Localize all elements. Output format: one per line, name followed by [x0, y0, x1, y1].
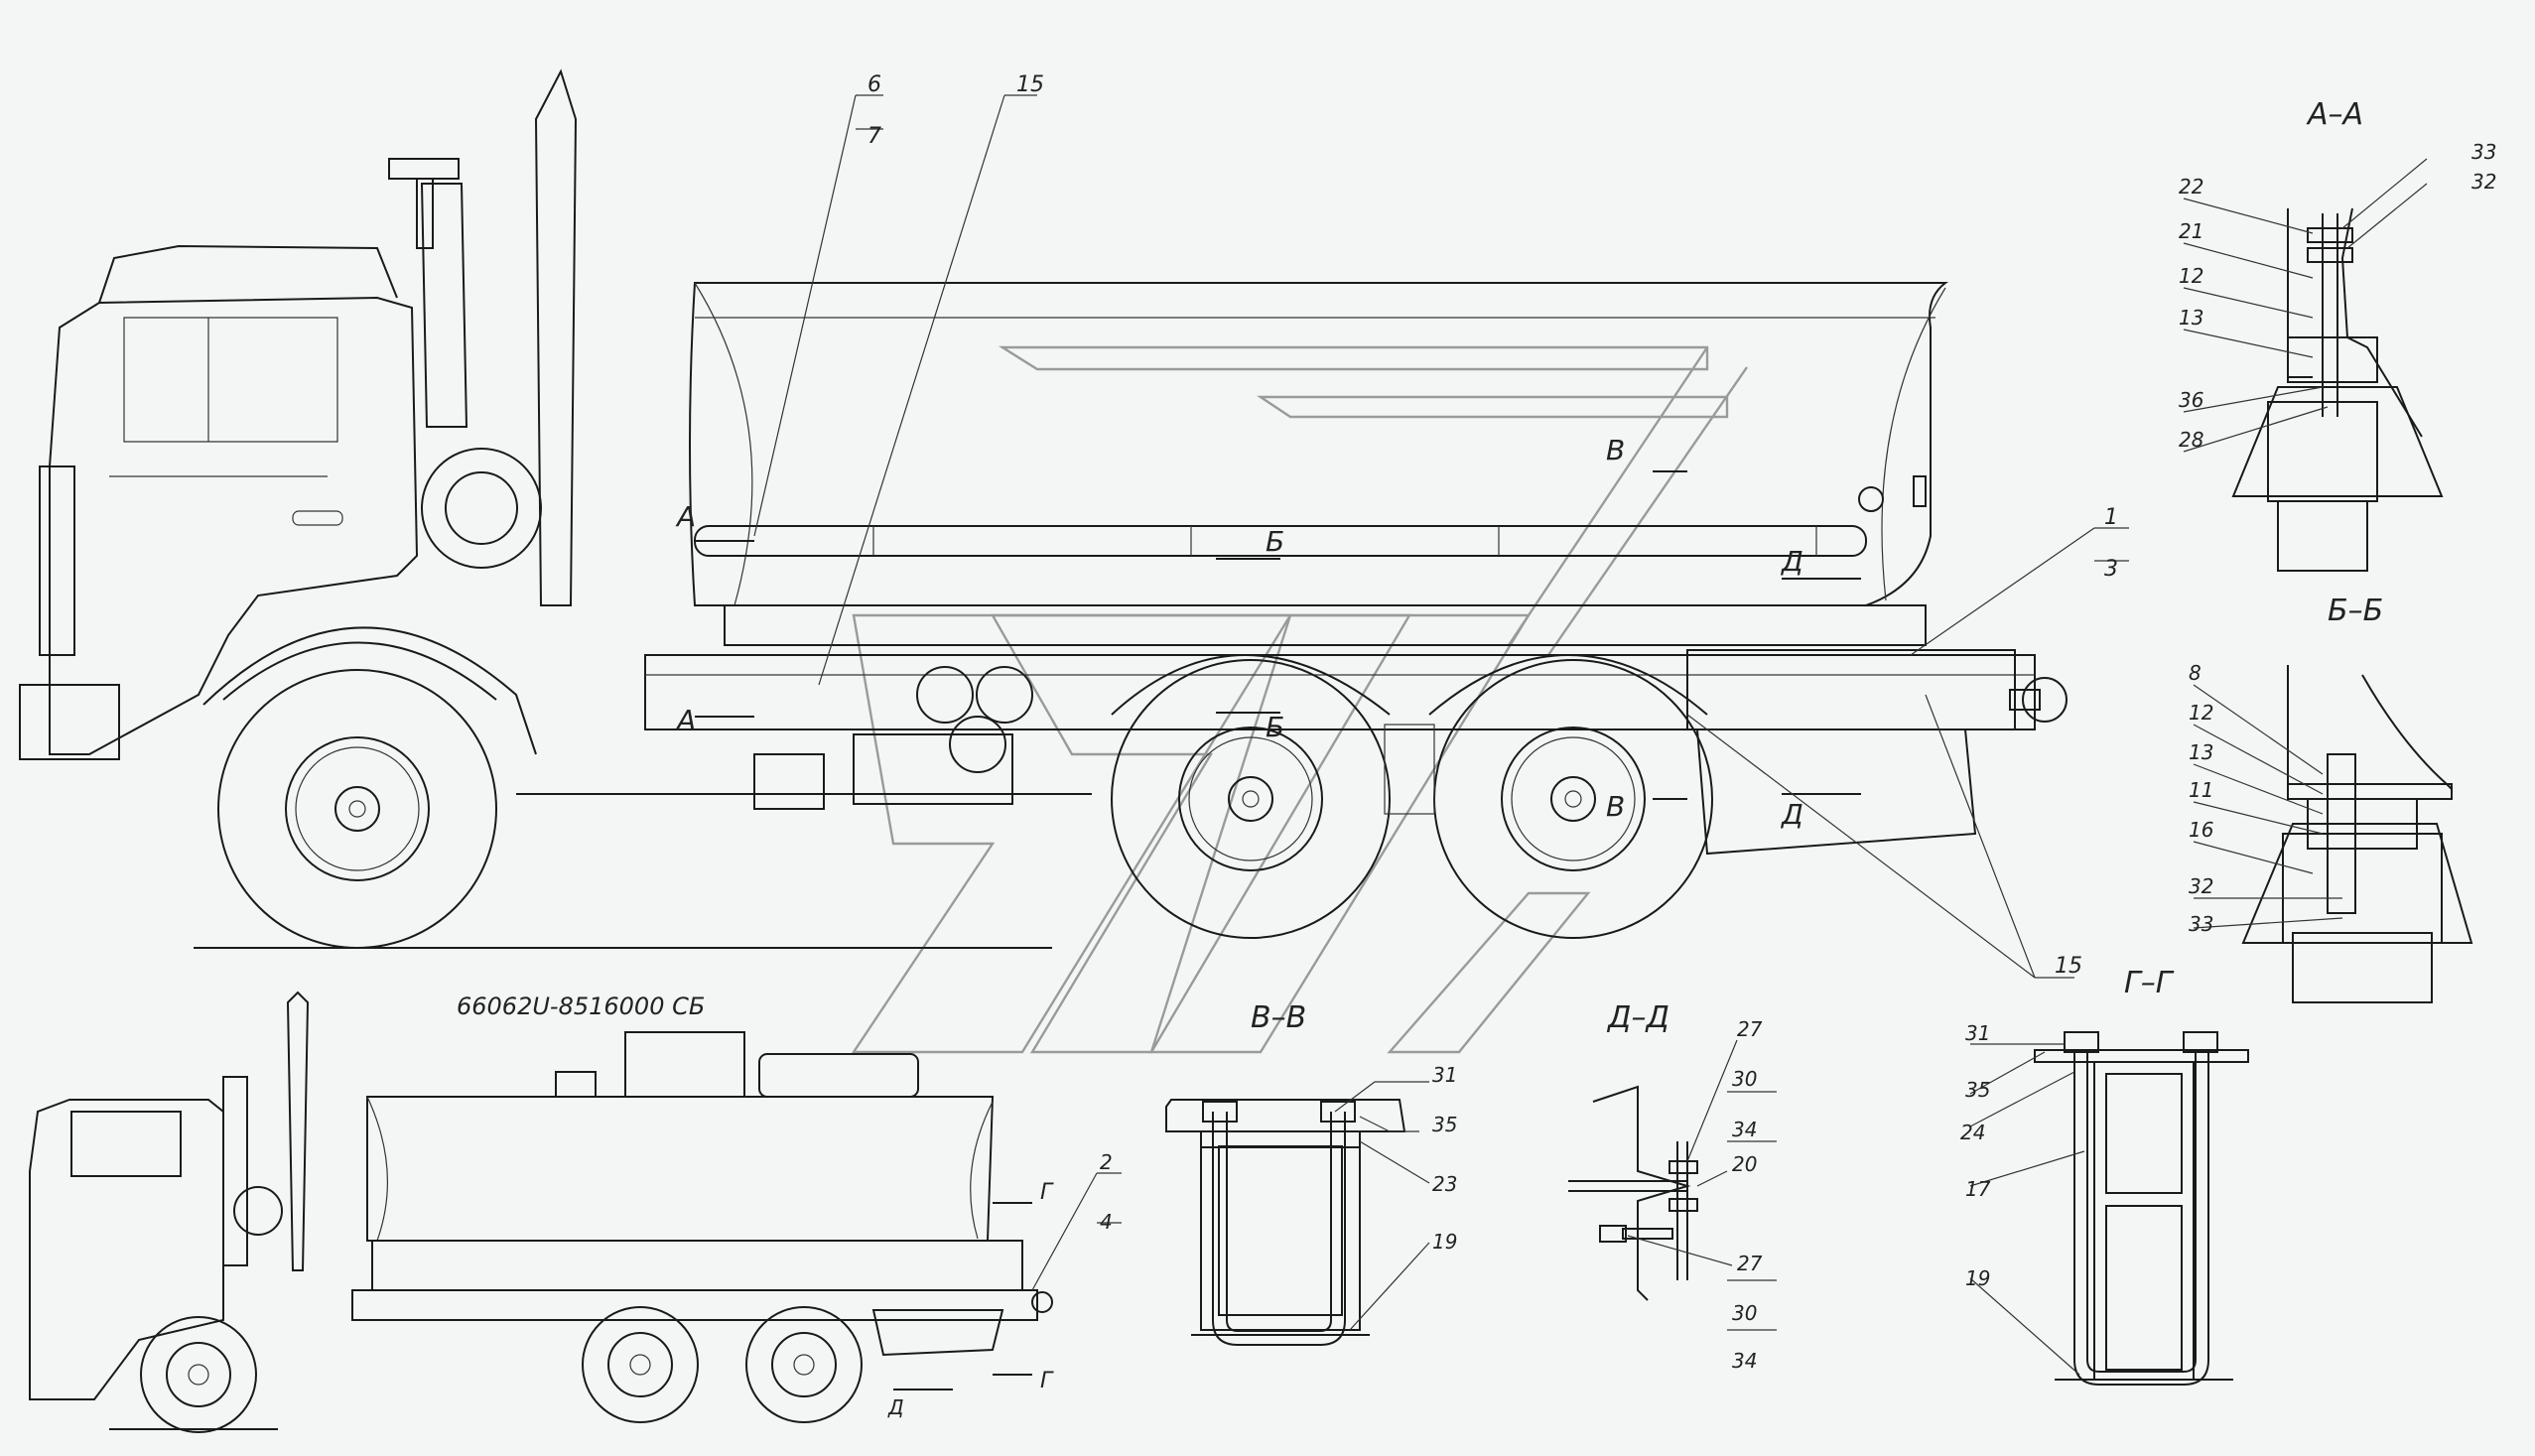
callout-7: 7	[867, 124, 881, 149]
callout-vv-19: 19	[1432, 1230, 1457, 1254]
callout-dd-30-bottom: 30	[1732, 1301, 1757, 1325]
watermark-logo	[851, 345, 1748, 1054]
callout-dd-27-top: 27	[1737, 1017, 1763, 1041]
callout-dd-34-bottom: 34	[1732, 1349, 1757, 1373]
callout-dd-20: 20	[1732, 1152, 1757, 1176]
section-bb-title: Б–Б	[2328, 594, 2383, 628]
callout-gg-31: 31	[1965, 1021, 1990, 1045]
section-aa-callouts: 22 21 12 13 36 28 33 32	[2179, 140, 2496, 453]
section-vv: В–В	[1165, 1000, 1406, 1346]
callout-bb-8: 8	[2189, 661, 2201, 685]
section-markers-main: А А Б Б В В Д Д	[675, 434, 1861, 831]
callout-aa-33: 33	[2471, 140, 2496, 164]
callout-bb-11: 11	[2189, 778, 2213, 802]
view-letter-a-lower: А	[675, 704, 696, 736]
callout-bb-12: 12	[2189, 701, 2213, 725]
callout-aa-28: 28	[2179, 428, 2203, 452]
callout-bb-13: 13	[2189, 740, 2213, 764]
callout-gg-17: 17	[1965, 1177, 1991, 1201]
callout-aa-13: 13	[2179, 306, 2203, 330]
callout-aa-21: 21	[2179, 219, 2203, 243]
section-dd-callouts: 27 30 34 20 27 30 34	[1627, 1017, 1777, 1373]
callout-aa-36: 36	[2179, 388, 2203, 412]
section-gg-callouts: 31 35 24 17 19	[1960, 1021, 2085, 1376]
section-bb-callouts: 8 12 13 11 16 32 33	[2189, 661, 2343, 936]
callout-4: 4	[1100, 1210, 1113, 1234]
view-letter-b-upper: Б	[1266, 525, 1284, 558]
view-letter-d-small: Д	[887, 1395, 904, 1419]
section-vv-callouts: 31 35 23 19	[1334, 1063, 1457, 1331]
main-callouts: 6 7 15 1 3 15	[753, 72, 2129, 979]
callout-dd-34-top: 34	[1732, 1118, 1757, 1141]
truck-small-view	[29, 991, 1053, 1433]
callout-gg-35: 35	[1965, 1078, 1990, 1102]
callout-3: 3	[2104, 557, 2118, 582]
truck-side-view	[19, 68, 2068, 949]
section-aa: А–А	[2231, 97, 2444, 572]
small-view-callouts: 2 4 Г Г Д	[887, 1150, 1122, 1419]
callout-vv-31: 31	[1432, 1063, 1457, 1087]
callout-vv-23: 23	[1432, 1172, 1457, 1196]
drawing-code: 66062U-8516000 СБ	[457, 993, 705, 1020]
callout-bb-16: 16	[2189, 818, 2213, 842]
callout-dd-30-top: 30	[1732, 1067, 1757, 1091]
section-dd-title: Д–Д	[1606, 1000, 1669, 1035]
section-aa-title: А–А	[2306, 97, 2363, 132]
callout-6: 6	[867, 72, 881, 97]
callout-1: 1	[2104, 505, 2118, 530]
callout-gg-24: 24	[1960, 1121, 1985, 1144]
section-gg: Г–Г	[2034, 966, 2249, 1386]
view-letter-d-lower: Д	[1780, 798, 1803, 831]
view-letter-v-lower: В	[1606, 790, 1625, 823]
callout-aa-32: 32	[2471, 170, 2496, 194]
section-vv-title: В–В	[1251, 1000, 1306, 1035]
view-letter-a-upper: А	[675, 500, 696, 533]
callout-bb-33: 33	[2189, 912, 2213, 936]
section-bb: Б–Б	[2241, 594, 2473, 1003]
view-letter-g-upper: Г	[1040, 1180, 1054, 1205]
callout-vv-35: 35	[1432, 1113, 1457, 1136]
view-letter-d-upper: Д	[1780, 545, 1803, 578]
callout-2: 2	[1100, 1150, 1113, 1174]
view-letter-b-lower: Б	[1266, 711, 1284, 743]
callout-gg-19: 19	[1965, 1266, 1990, 1290]
callout-dd-27-bottom: 27	[1737, 1252, 1763, 1275]
section-gg-title: Г–Г	[2124, 966, 2175, 1000]
view-letter-g-lower: Г	[1040, 1369, 1054, 1393]
section-dd: Д–Д	[1568, 1000, 1698, 1301]
callout-15-bottom: 15	[2055, 954, 2082, 979]
callout-15-top: 15	[1016, 72, 1044, 97]
view-letter-v-upper: В	[1606, 434, 1625, 466]
callout-bb-32: 32	[2189, 874, 2213, 898]
callout-aa-22: 22	[2179, 175, 2203, 199]
callout-aa-12: 12	[2179, 264, 2203, 288]
